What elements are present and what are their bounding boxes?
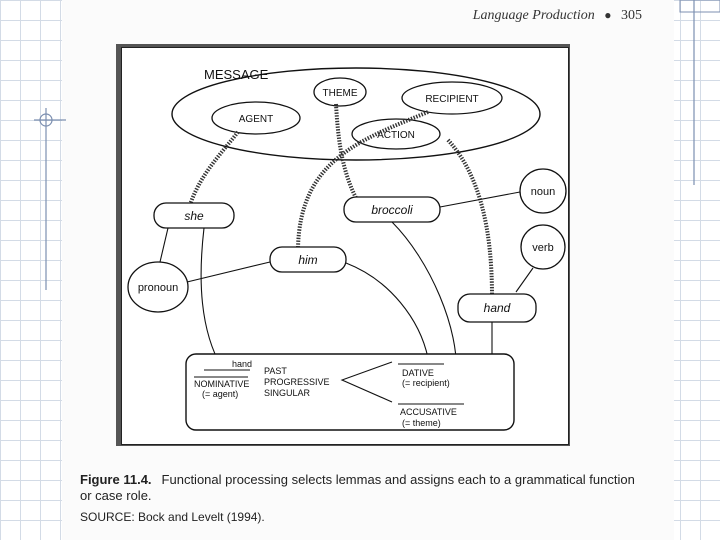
agent-label: AGENT <box>239 114 273 125</box>
recipient-label: RECIPIENT <box>425 94 478 105</box>
hand-box <box>457 293 537 323</box>
link-action-hand <box>446 138 494 297</box>
verb-ellipse <box>520 224 566 270</box>
him-box <box>269 246 347 273</box>
verb-label: verb <box>532 242 553 254</box>
link-recipient-him <box>296 110 429 249</box>
broccoli-label: broccoli <box>371 203 413 217</box>
link-she-nominative <box>200 227 223 369</box>
figure-source: SOURCE: Bock and Levelt (1994). <box>80 510 265 524</box>
link-theme-broccoli <box>334 103 358 199</box>
link-broccoli-accusative <box>391 221 457 377</box>
running-head-title: Language Production <box>472 8 595 23</box>
nominative-note: (= agent) <box>202 389 238 399</box>
link-agent-she <box>188 130 240 206</box>
right-margin-rule <box>679 0 720 185</box>
running-head-bullet: ● <box>604 8 612 22</box>
past-label: PAST <box>264 366 287 376</box>
link-broccoli-noun <box>439 191 521 208</box>
singular-label: SINGULAR <box>264 388 311 398</box>
she-box <box>153 202 235 229</box>
figure-number: Figure 11.4. <box>80 472 152 487</box>
noun-ellipse <box>519 168 567 214</box>
theme-label: THEME <box>323 88 358 99</box>
message-label: MESSAGE <box>204 67 269 82</box>
progressive-label: PROGRESSIVE <box>264 377 330 387</box>
margin-crosshair-icon <box>34 108 66 290</box>
noun-label: noun <box>531 186 555 198</box>
figure-caption: Figure 11.4.Functional processing select… <box>80 472 640 504</box>
broccoli-box <box>343 196 441 223</box>
action-ellipse <box>351 118 441 150</box>
page-number: 305 <box>621 8 642 23</box>
pronoun-label: pronoun <box>138 282 178 294</box>
link-she-pronoun <box>159 227 169 263</box>
accusative-note: (= theme) <box>402 418 441 428</box>
pronoun-ellipse <box>127 261 189 313</box>
link-hand-verb <box>515 267 534 293</box>
accusative-label: ACCUSATIVE <box>400 407 457 417</box>
running-head: Language Production ● 305 <box>473 8 642 24</box>
theme-ellipse <box>313 77 367 107</box>
agent-ellipse <box>211 101 301 135</box>
him-label: him <box>298 253 317 267</box>
link-him-pronoun <box>186 261 271 283</box>
dative-label: DATIVE <box>402 368 434 378</box>
recipient-ellipse <box>401 81 503 115</box>
message-ellipse <box>171 67 541 161</box>
nominative-label: NOMINATIVE <box>194 379 249 389</box>
dative-note: (= recipient) <box>402 378 450 388</box>
hand-small-label: hand <box>232 359 252 369</box>
caption-text: Functional processing selects lemmas and… <box>80 472 635 503</box>
she-label: she <box>184 209 204 223</box>
link-him-dative <box>345 262 429 359</box>
hand-label: hand <box>484 301 511 315</box>
function-box <box>185 353 515 431</box>
branch-connector <box>340 361 393 403</box>
action-label: ACTION <box>377 130 415 141</box>
